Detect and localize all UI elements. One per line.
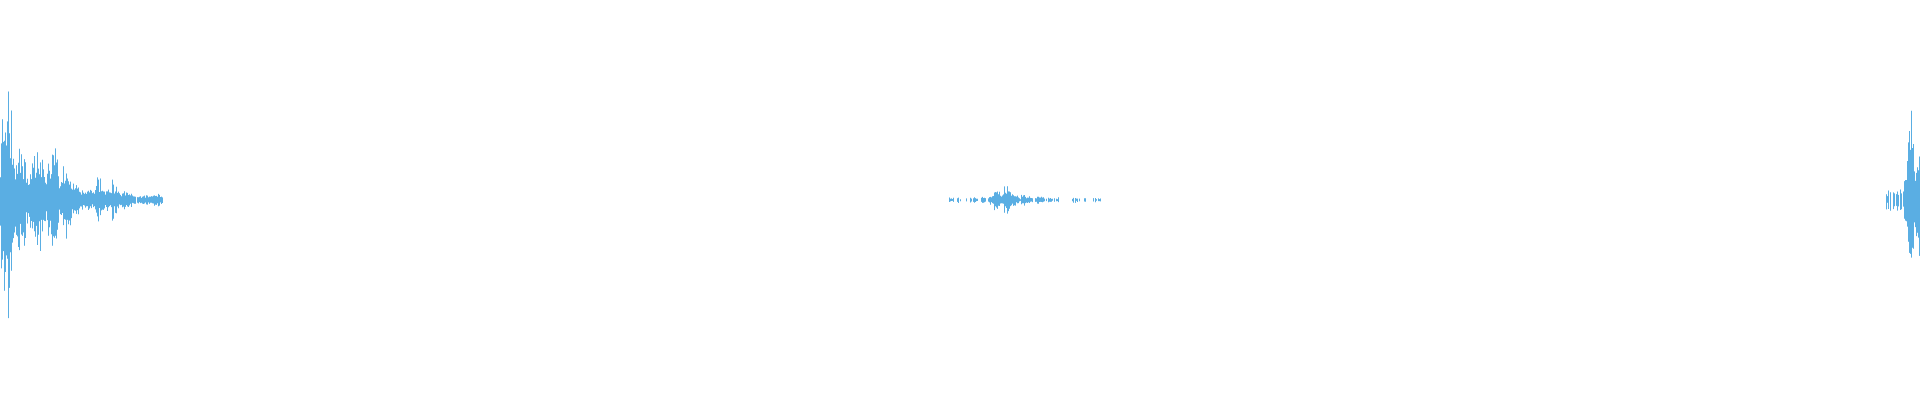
waveform-segment-start — [0, 91, 163, 319]
waveform-peaks — [0, 91, 1920, 319]
waveform-segment-end — [1886, 110, 1920, 258]
waveform-segment-middle — [949, 186, 1101, 214]
